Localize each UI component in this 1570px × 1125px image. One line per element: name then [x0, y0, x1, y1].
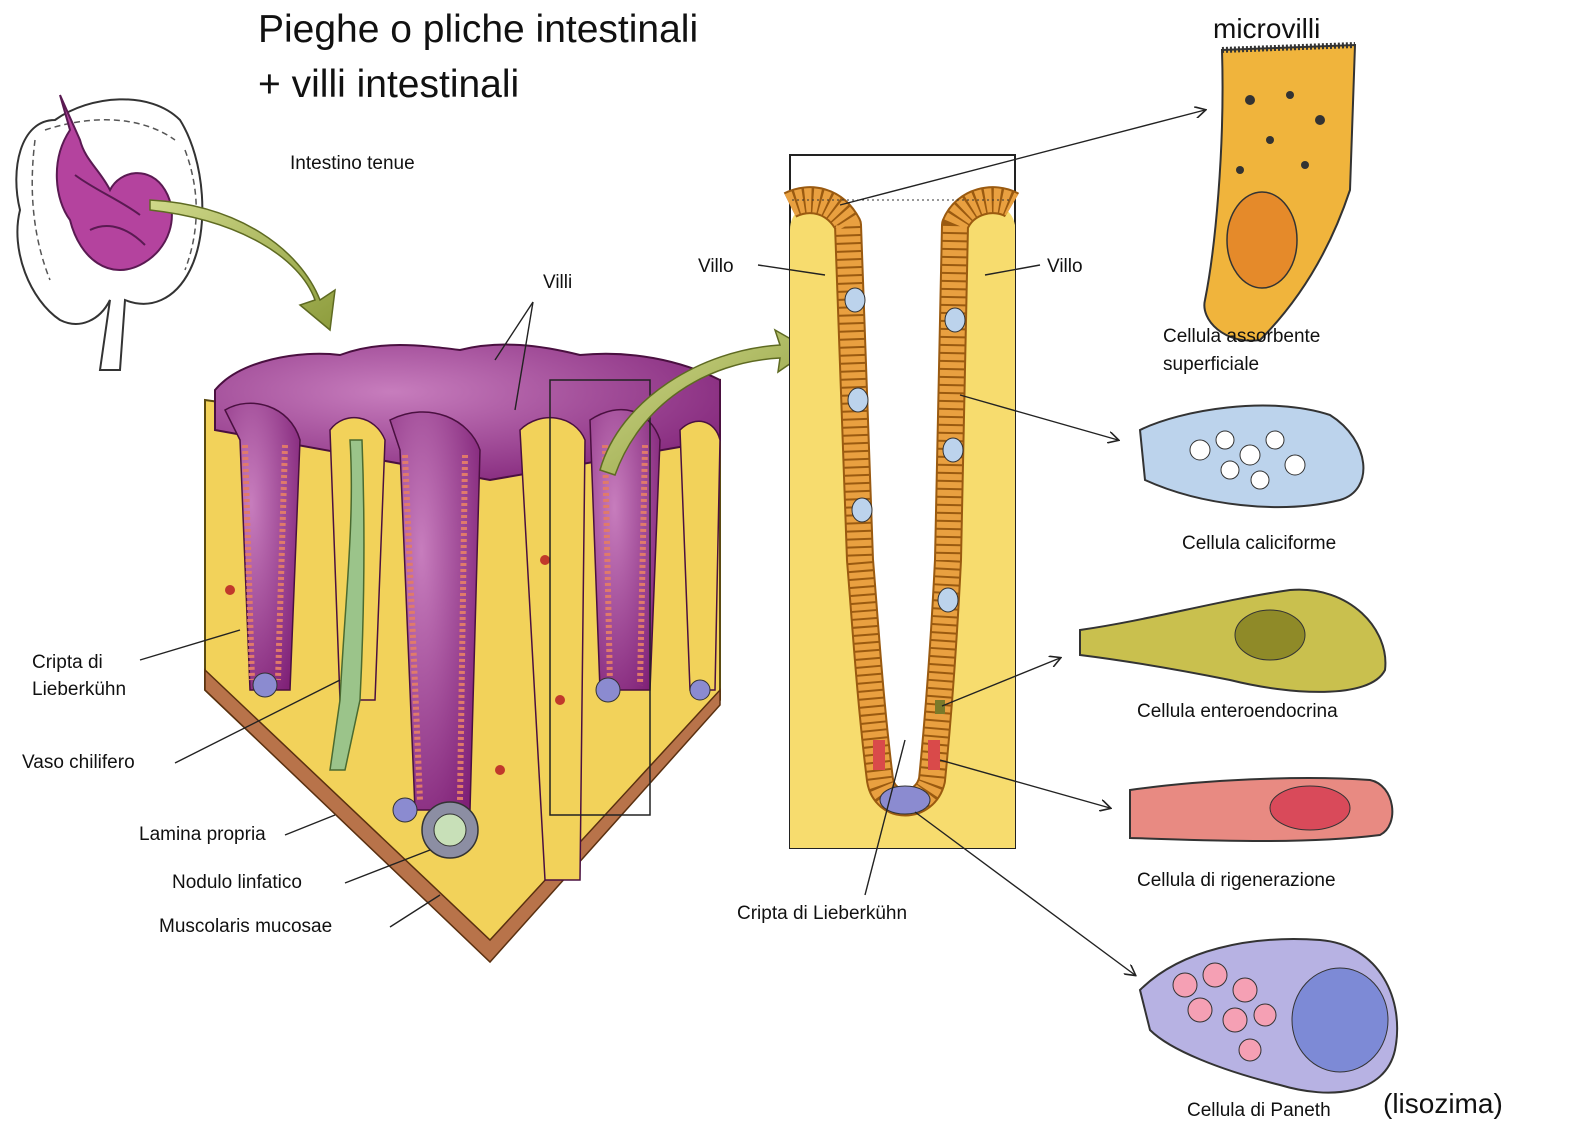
enteroendocrine-cell: [1080, 590, 1385, 692]
label-nodulo-linfatico: Nodulo linfatico: [172, 872, 302, 894]
small-intestine-overview: [16, 95, 202, 370]
label-lamina-propria: Lamina propria: [139, 824, 266, 846]
label-villi: Villi: [543, 272, 572, 294]
paneth-cell: [1140, 939, 1397, 1093]
regenerative-cell: [1130, 778, 1392, 841]
title-line-2: + villi intestinali: [258, 63, 519, 107]
label-intestino-tenue: Intestino tenue: [290, 153, 415, 175]
label-villo-left: Villo: [698, 256, 734, 278]
label-enteroendocrina: Cellula enteroendocrina: [1137, 701, 1338, 723]
label-rigenerazione: Cellula di rigenerazione: [1137, 870, 1336, 892]
label-cripta-center: Cripta di Lieberkühn: [737, 903, 907, 925]
label-muscolaris-mucosae: Muscolaris mucosae: [159, 916, 332, 938]
tissue-block: [205, 345, 720, 962]
label-cripta-line1: Cripta di: [32, 652, 103, 674]
label-vaso-chilifero: Vaso chilifero: [22, 752, 135, 774]
goblet-cell: [1140, 406, 1363, 507]
label-assorbente-line2: superficiale: [1163, 354, 1259, 376]
label-villo-right: Villo: [1047, 256, 1083, 278]
label-cripta-line2: Lieberkühn: [32, 679, 126, 701]
label-assorbente-line1: Cellula assorbente: [1163, 326, 1320, 348]
label-microvilli: microvilli: [1213, 14, 1320, 44]
crypt-villus-panel: [790, 155, 1015, 848]
absorptive-cell: [1204, 45, 1355, 341]
label-lisozima: (lisozima): [1383, 1089, 1503, 1119]
label-caliciforme: Cellula caliciforme: [1182, 533, 1336, 555]
title-line-1: Pieghe o pliche intestinali: [258, 8, 698, 52]
label-paneth: Cellula di Paneth: [1187, 1100, 1331, 1122]
